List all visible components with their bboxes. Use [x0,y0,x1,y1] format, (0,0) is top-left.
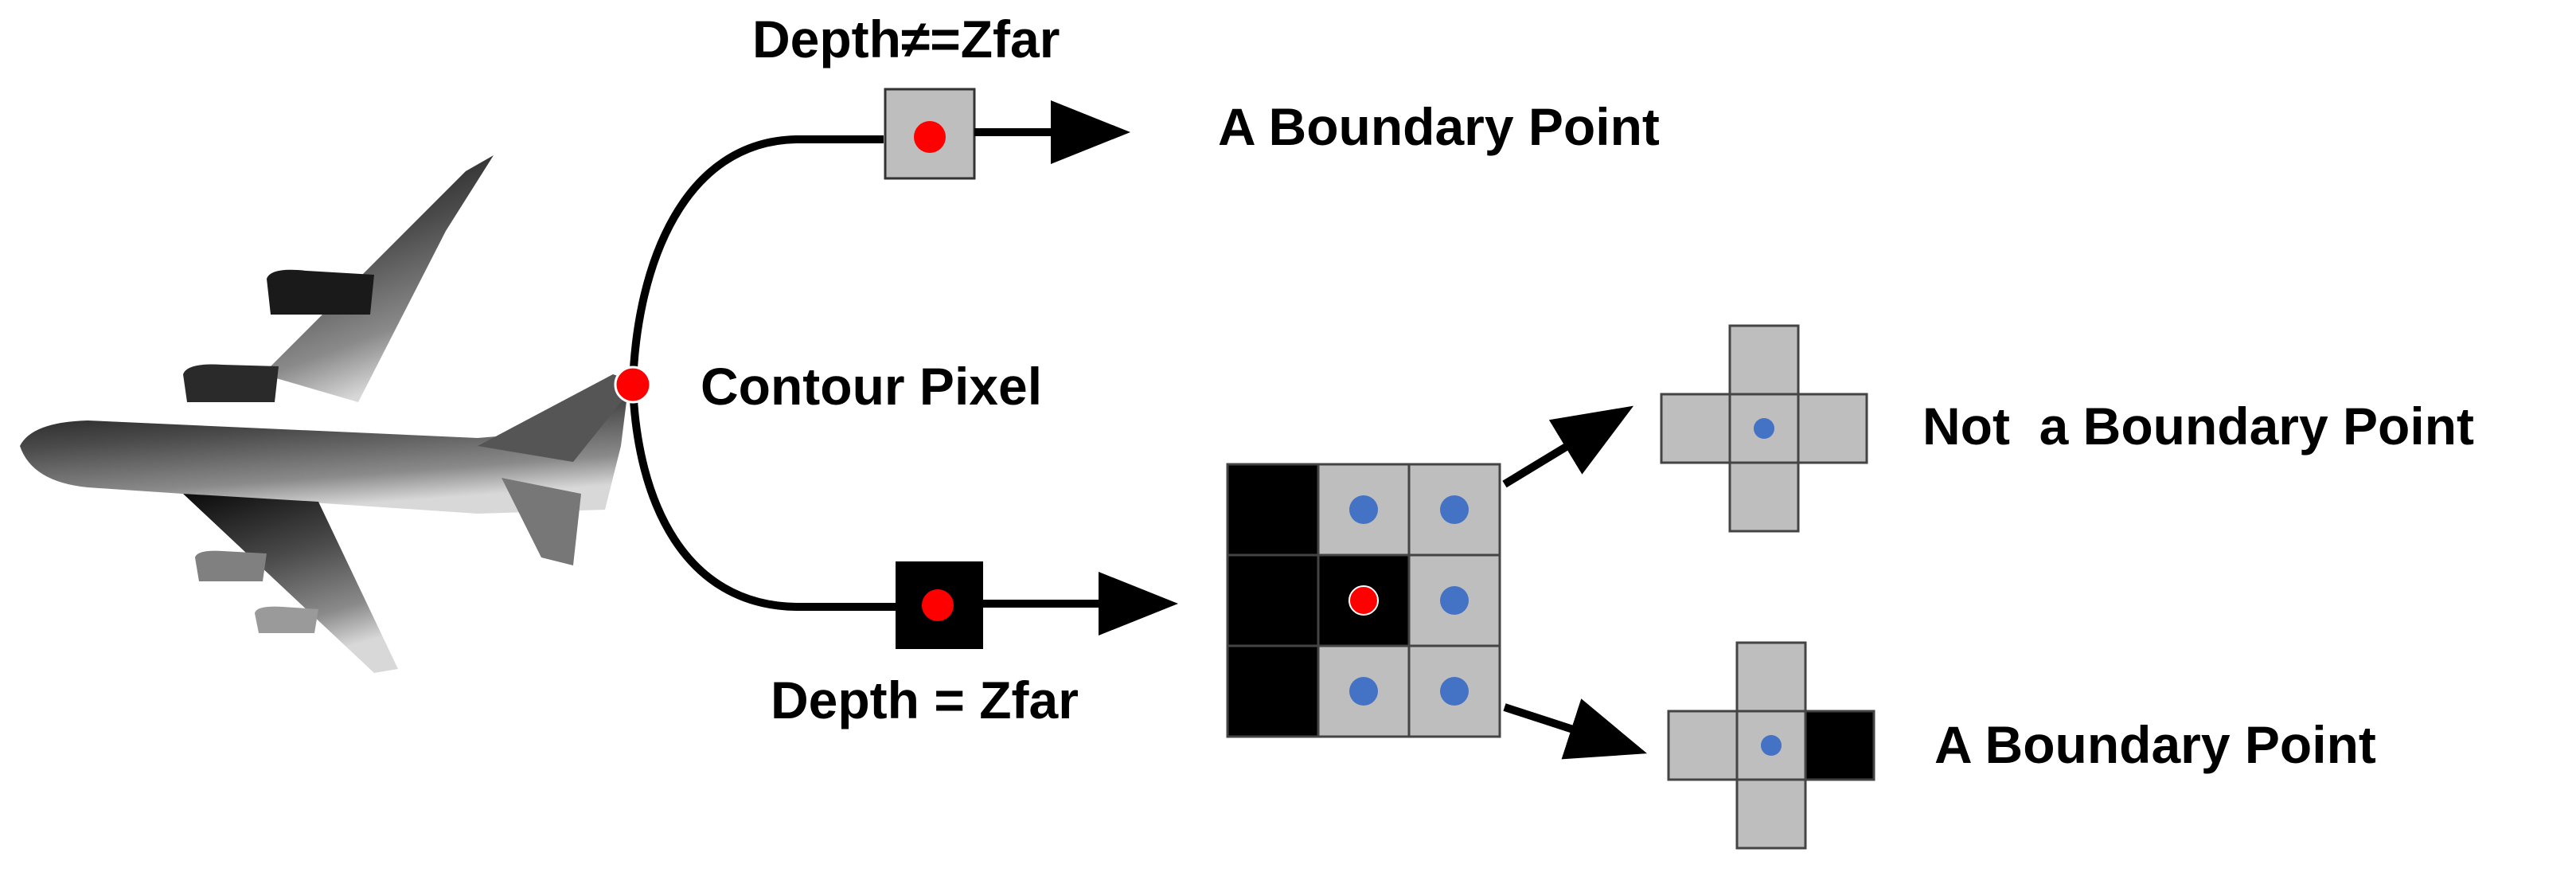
contour-pixel-dot [614,366,652,404]
cross-cell-bottom [1728,461,1800,533]
grid-cell-2-0 [1226,644,1320,738]
arrow-to-cross-bottom [1503,698,1648,760]
bottom-square-red-dot [922,589,954,621]
boundary-point-top-label: A Boundary Point [1218,97,1660,156]
cross-cell-left [1667,710,1739,781]
cross-cell-right [1804,710,1875,781]
cross-center-dot [1754,418,1774,439]
grid-dot-2-2 [1440,677,1469,706]
cross-cell-bottom [1735,778,1807,850]
cross-center-dot [1761,735,1782,756]
airplane-depth-image [20,155,637,673]
boundary-point-bottom-label: A Boundary Point [1934,715,2376,774]
lower-branch-curve [629,384,896,611]
grid-cell-1-0 [1226,553,1320,647]
cross-neighborhood-bottom [1667,641,1875,850]
arrow-to-cross-top [1502,405,1634,488]
grid-dot-1-1 [1348,585,1379,616]
cross-cell-right [1797,393,1868,464]
top-square-red-dot [914,121,946,153]
grid-dot-0-1 [1349,495,1378,524]
cross-cell-top [1735,641,1807,713]
contour-pixel-label: Contour Pixel [701,357,1042,416]
upper-branch-curve [629,135,884,385]
grid-cell-0-0 [1226,463,1320,557]
depth-not-zfar-label: Depth≠=Zfar [752,10,1060,68]
grid-dot-1-2 [1440,586,1469,615]
grid-dot-0-2 [1440,495,1469,524]
depth-eq-zfar-label: Depth = Zfar [771,671,1079,729]
cross-cell-top [1728,324,1800,396]
not-boundary-point-label: Not a Boundary Point [1922,397,2474,456]
cross-cell-left [1660,393,1731,464]
grid-dot-2-1 [1349,677,1378,706]
neighbor-grid-3x3 [1226,463,1501,738]
cross-neighborhood-top [1660,324,1868,533]
